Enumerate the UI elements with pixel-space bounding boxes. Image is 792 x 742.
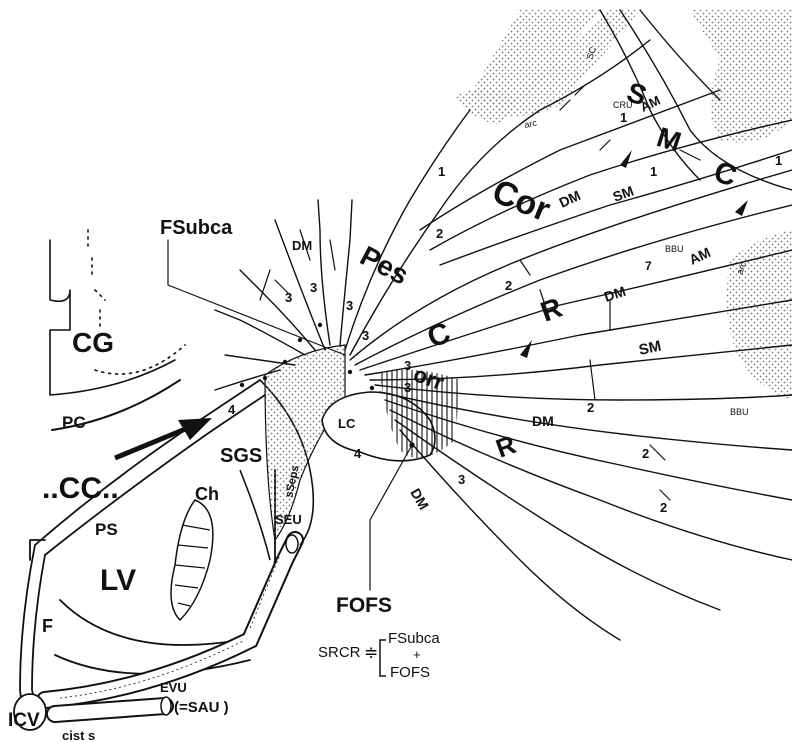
label-c-top: C — [710, 155, 741, 193]
label-cist: cist s — [62, 728, 95, 742]
label-n3a: 3 — [285, 290, 292, 305]
cingulate-outline — [50, 230, 185, 430]
formula-lhs: SRCR — [318, 644, 361, 661]
label-n2b: 2 — [505, 278, 512, 293]
label-am2: AM — [687, 244, 714, 268]
label-bbu2: BBU — [730, 407, 749, 417]
label-n1d: 1 — [775, 153, 782, 168]
formula-top: FSubca — [388, 630, 440, 647]
label-dm5: DM — [407, 486, 432, 513]
label-n3e: 3 — [404, 358, 411, 373]
label-sm2: SM — [637, 338, 663, 359]
label-cru: CRU — [613, 100, 633, 110]
callosum-arrow — [115, 418, 212, 458]
choroid-plexus — [171, 500, 213, 620]
label-c-mid: C — [423, 316, 455, 354]
label-n1c: 1 — [650, 164, 657, 179]
label-dm1: DM — [292, 238, 312, 253]
label-cg: CG — [72, 327, 114, 358]
formula-op: ≑ — [364, 643, 378, 662]
label-n4b: 4 — [354, 446, 362, 461]
label-sgs: SGS — [220, 445, 262, 467]
fofs-pointer — [370, 443, 414, 590]
label-ch: Ch — [195, 484, 219, 504]
label-n2a: 2 — [436, 226, 443, 241]
lateral-ventricle-outline — [20, 380, 275, 718]
label-icv: ICV — [8, 710, 40, 731]
label-n3d: 3 — [362, 328, 369, 343]
label-pes: Pes — [355, 240, 414, 291]
label-lv: LV — [100, 564, 136, 597]
formula-plus: + — [413, 647, 421, 662]
formula-bottom: FOFS — [390, 664, 430, 681]
label-n1b: 1 — [620, 110, 627, 125]
formula-bracket — [380, 640, 386, 676]
label-n2e: 2 — [660, 500, 667, 515]
label-n1a: 1 — [438, 164, 445, 179]
label-n3b: 3 — [310, 280, 317, 295]
label-sau: (=SAU ) — [174, 699, 229, 716]
label-pc: PC — [62, 413, 86, 432]
label-bbu1: BBU — [665, 244, 684, 254]
label-cc: ..CC.. — [42, 472, 119, 505]
label-n7: 7 — [645, 259, 652, 273]
label-dm3: DM — [602, 283, 628, 305]
label-ps: PS — [95, 520, 118, 539]
label-n2c: 2 — [587, 400, 594, 415]
label-fofs: FOFS — [336, 594, 392, 617]
label-dm4: DM — [532, 413, 554, 429]
label-dm2: DM — [557, 187, 584, 211]
label-arc1: arc — [523, 117, 538, 129]
label-sm1: SM — [611, 183, 636, 205]
label-fsubca: FSubca — [160, 217, 233, 239]
label-m: M — [653, 121, 685, 158]
label-cor-upper: Cor — [487, 172, 556, 229]
septum-stipple — [265, 345, 345, 540]
label-n2d: 2 — [642, 446, 649, 461]
label-n3c: 3 — [346, 298, 353, 313]
fsubca-pointer — [168, 240, 345, 355]
label-r-upper: R — [536, 292, 566, 328]
label-n4a: 4 — [228, 402, 236, 417]
label-n3g: 3 — [458, 472, 465, 487]
label-lc: LC — [338, 416, 356, 431]
label-n3f: 3 — [404, 380, 411, 395]
fiber-ticks — [260, 85, 700, 500]
label-f: F — [42, 616, 53, 636]
label-evu: EVU — [160, 680, 187, 695]
srcr-formula: SRCR ≑ FSubca + FOFS — [318, 630, 440, 681]
label-seu: SEU — [275, 512, 302, 527]
